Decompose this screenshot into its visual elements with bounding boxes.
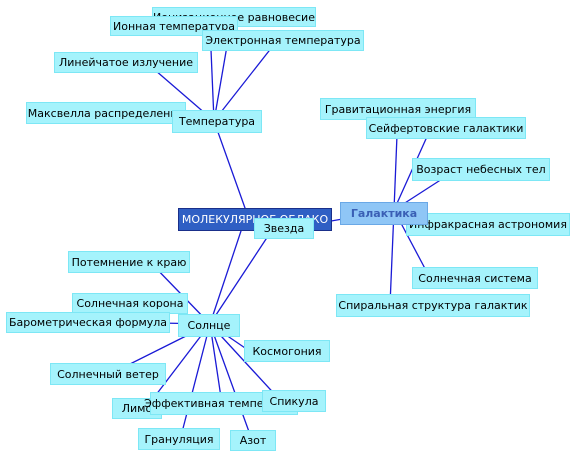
node-spicule[interactable]: Спикула — [262, 390, 326, 412]
node-seyfert-galaxies[interactable]: Сейфертовские галактики — [366, 117, 526, 139]
node-maxwell-distribution[interactable]: Максвелла распределение — [26, 102, 186, 124]
connector-line — [213, 41, 277, 122]
connector-line — [179, 323, 211, 441]
connector-line — [209, 221, 245, 325]
node-barometric-formula[interactable]: Барометрическая формула — [6, 312, 170, 333]
node-spiral-structure-of-galaxies[interactable]: Спиральная структура галактик — [336, 294, 530, 317]
node-infrared-astronomy[interactable]: Инфракрасная астрономия — [406, 213, 570, 236]
node-solar-system[interactable]: Солнечная система — [412, 267, 538, 289]
connector-line — [209, 229, 273, 325]
node-effective-temperature[interactable]: Эффективная температура — [144, 392, 304, 415]
node-nitrogen[interactable]: Азот — [230, 430, 276, 451]
node-solar-corona[interactable]: Солнечная корона — [72, 293, 188, 314]
node-granulation[interactable]: Грануляция — [138, 428, 220, 450]
node-sun[interactable]: Солнце — [178, 314, 240, 337]
node-temperature[interactable]: Температура — [172, 110, 262, 133]
node-galaxy[interactable]: Галактика — [340, 202, 428, 225]
node-solar-wind[interactable]: Солнечный ветер — [50, 363, 166, 385]
node-limb-darkening[interactable]: Потемнение к краю — [68, 251, 190, 273]
connector-line — [389, 209, 395, 306]
connector-line — [209, 323, 223, 405]
node-cosmogony[interactable]: Космогония — [244, 340, 330, 362]
node-line-emission[interactable]: Линейчатое излучение — [54, 52, 198, 73]
connector-line — [213, 120, 251, 223]
node-electron-temperature[interactable]: Электронная температура — [202, 30, 364, 51]
node-age-of-celestial-bodies[interactable]: Возраст небесных тел — [412, 158, 550, 181]
node-limo[interactable]: Лимо — [112, 398, 162, 419]
node-star[interactable]: Звезда — [254, 218, 314, 239]
connector-line — [209, 323, 253, 441]
